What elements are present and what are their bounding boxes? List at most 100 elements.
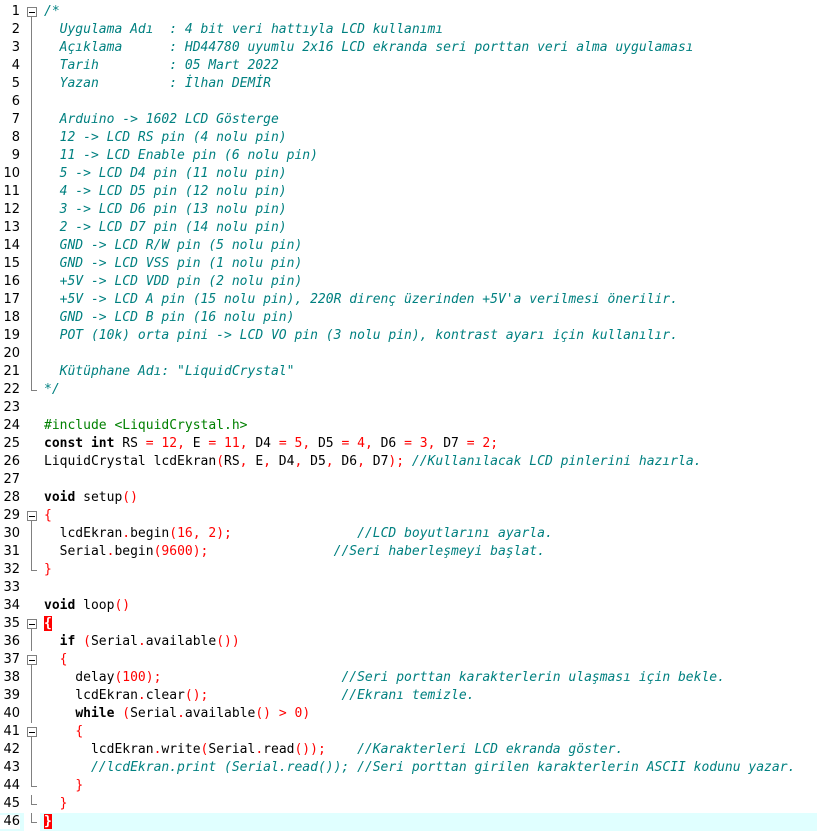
fold-marker[interactable] bbox=[24, 3, 40, 21]
code-line[interactable]: 16 +5V -> LCD VDD pin (2 nolu pin) bbox=[0, 273, 817, 291]
code-line[interactable]: 44 } bbox=[0, 777, 817, 795]
code-text: { bbox=[44, 616, 52, 631]
code-line[interactable]: 9 11 -> LCD Enable pin (6 nolu pin) bbox=[0, 147, 817, 165]
code-text: GND -> LCD B pin (16 nolu pin) bbox=[44, 310, 295, 325]
line-number: 38 bbox=[3, 670, 20, 685]
code-line[interactable]: 45 } bbox=[0, 795, 817, 813]
fold-minus-box-icon[interactable] bbox=[27, 727, 37, 737]
fold-minus-box-icon[interactable] bbox=[27, 619, 37, 629]
code-text: LiquidCrystal lcdEkran(RS, E, D4, D5, D6… bbox=[44, 454, 702, 469]
fold-marker bbox=[24, 777, 40, 795]
code-text: +5V -> LCD A pin (15 nolu pin), 220R dir… bbox=[44, 292, 678, 307]
code-line[interactable]: 19 POT (10k) orta pini -> LCD VO pin (3 … bbox=[0, 327, 817, 345]
line-number: 33 bbox=[3, 580, 20, 595]
line-number: 27 bbox=[3, 472, 20, 487]
code-line[interactable]: 36 if (Serial.available()) bbox=[0, 633, 817, 651]
code-text: } bbox=[44, 562, 52, 577]
fold-marker[interactable] bbox=[24, 651, 40, 669]
code-line[interactable]: 32} bbox=[0, 561, 817, 579]
fold-marker bbox=[24, 381, 40, 399]
code-line[interactable]: 41 { bbox=[0, 723, 817, 741]
fold-marker bbox=[24, 291, 40, 309]
code-line[interactable]: 31 Serial.begin(9600); //Seri haberleşme… bbox=[0, 543, 817, 561]
fold-marker[interactable] bbox=[24, 615, 40, 633]
code-line[interactable]: 1/* bbox=[0, 3, 817, 21]
code-text: } bbox=[75, 778, 84, 793]
fold-marker[interactable] bbox=[24, 723, 40, 741]
fold-marker bbox=[24, 327, 40, 345]
code-line[interactable]: 46} bbox=[0, 813, 817, 831]
code-line[interactable]: 2 Uygulama Adı : 4 bit veri hattıyla LCD… bbox=[0, 21, 817, 39]
code-line[interactable]: 38 delay(100); //Seri porttan karakterle… bbox=[0, 669, 817, 687]
code-line[interactable]: 24#include <LiquidCrystal.h> bbox=[0, 417, 817, 435]
code-line[interactable]: 39 lcdEkran.clear(); //Ekranı temizle. bbox=[0, 687, 817, 705]
code-line[interactable]: 4 Tarih : 05 Mart 2022 bbox=[0, 57, 817, 75]
code-line[interactable]: 18 GND -> LCD B pin (16 nolu pin) bbox=[0, 309, 817, 327]
fold-marker bbox=[24, 633, 40, 651]
code-text: +5V -> LCD VDD pin (2 nolu pin) bbox=[44, 274, 303, 289]
code-line[interactable]: 12 3 -> LCD D6 pin (13 nolu pin) bbox=[0, 201, 817, 219]
code-text: } bbox=[44, 814, 52, 829]
line-number: 11 bbox=[3, 184, 20, 199]
line-number: 25 bbox=[3, 436, 20, 451]
code-line[interactable]: 35{ bbox=[0, 615, 817, 633]
fold-marker[interactable] bbox=[24, 507, 40, 525]
code-text: Uygulama Adı : 4 bit veri hattıyla LCD k… bbox=[44, 22, 444, 37]
code-line[interactable]: 29{ bbox=[0, 507, 817, 525]
code-line[interactable]: 23 bbox=[0, 399, 817, 417]
code-line[interactable]: 5 Yazan : İlhan DEMİR bbox=[0, 75, 817, 93]
code-line[interactable]: 20 bbox=[0, 345, 817, 363]
code-line[interactable]: 21 Kütüphane Adı: "LiquidCrystal" bbox=[0, 363, 817, 381]
line-number: 12 bbox=[3, 202, 20, 217]
code-line[interactable]: 30 lcdEkran.begin(16, 2); //LCD boyutlar… bbox=[0, 525, 817, 543]
code-text: 11 -> LCD Enable pin (6 nolu pin) bbox=[44, 148, 318, 163]
code-line[interactable]: 10 5 -> LCD D4 pin (11 nolu pin) bbox=[0, 165, 817, 183]
code-line[interactable]: 15 GND -> LCD VSS pin (1 nolu pin) bbox=[0, 255, 817, 273]
code-text: lcdEkran.write(Serial.read()); //Karakte… bbox=[44, 742, 624, 757]
code-text: { bbox=[59, 652, 68, 667]
fold-minus-box-icon[interactable] bbox=[27, 7, 37, 17]
fold-marker bbox=[24, 201, 40, 219]
line-number: 44 bbox=[3, 778, 20, 793]
code-line[interactable]: 37 { bbox=[0, 651, 817, 669]
code-line[interactable]: 33 bbox=[0, 579, 817, 597]
fold-marker bbox=[24, 237, 40, 255]
code-line[interactable]: 7 Arduino -> 1602 LCD Gösterge bbox=[0, 111, 817, 129]
fold-marker bbox=[24, 39, 40, 57]
code-line[interactable]: 13 2 -> LCD D7 pin (14 nolu pin) bbox=[0, 219, 817, 237]
code-text: 12 -> LCD RS pin (4 nolu pin) bbox=[44, 130, 287, 145]
line-number: 24 bbox=[3, 418, 20, 433]
line-number: 31 bbox=[3, 544, 20, 559]
fold-marker bbox=[24, 129, 40, 147]
line-number: 23 bbox=[3, 400, 20, 415]
code-line[interactable]: 17 +5V -> LCD A pin (15 nolu pin), 220R … bbox=[0, 291, 817, 309]
fold-minus-box-icon[interactable] bbox=[27, 511, 37, 521]
code-line[interactable]: 42 lcdEkran.write(Serial.read()); //Kara… bbox=[0, 741, 817, 759]
code-line[interactable]: 3 Açıklama : HD44780 uyumlu 2x16 LCD ekr… bbox=[0, 39, 817, 57]
line-number: 46 bbox=[0, 815, 20, 829]
code-line[interactable]: 43 //lcdEkran.print (Serial.read()); //S… bbox=[0, 759, 817, 777]
code-text: Kütüphane Adı: "LiquidCrystal" bbox=[44, 364, 295, 379]
code-line[interactable]: 14 GND -> LCD R/W pin (5 nolu pin) bbox=[0, 237, 817, 255]
line-number: 13 bbox=[3, 220, 20, 235]
fold-marker bbox=[24, 543, 40, 561]
fold-marker bbox=[24, 453, 40, 471]
code-text: delay(100); //Seri porttan karakterlerin… bbox=[44, 670, 725, 685]
code-text: while (Serial.available() > 0) bbox=[75, 706, 311, 721]
code-text: void loop() bbox=[44, 598, 131, 613]
fold-marker bbox=[24, 255, 40, 273]
code-line[interactable]: 8 12 -> LCD RS pin (4 nolu pin) bbox=[0, 129, 817, 147]
code-text: Açıklama : HD44780 uyumlu 2x16 LCD ekran… bbox=[44, 40, 694, 55]
line-number: 32 bbox=[3, 562, 20, 577]
code-line[interactable]: 22*/ bbox=[0, 381, 817, 399]
code-line[interactable]: 27 bbox=[0, 471, 817, 489]
code-line[interactable]: 11 4 -> LCD D5 pin (12 nolu pin) bbox=[0, 183, 817, 201]
fold-minus-box-icon[interactable] bbox=[27, 655, 37, 665]
code-line[interactable]: 6 bbox=[0, 93, 817, 111]
code-line[interactable]: 40 while (Serial.available() > 0) bbox=[0, 705, 817, 723]
